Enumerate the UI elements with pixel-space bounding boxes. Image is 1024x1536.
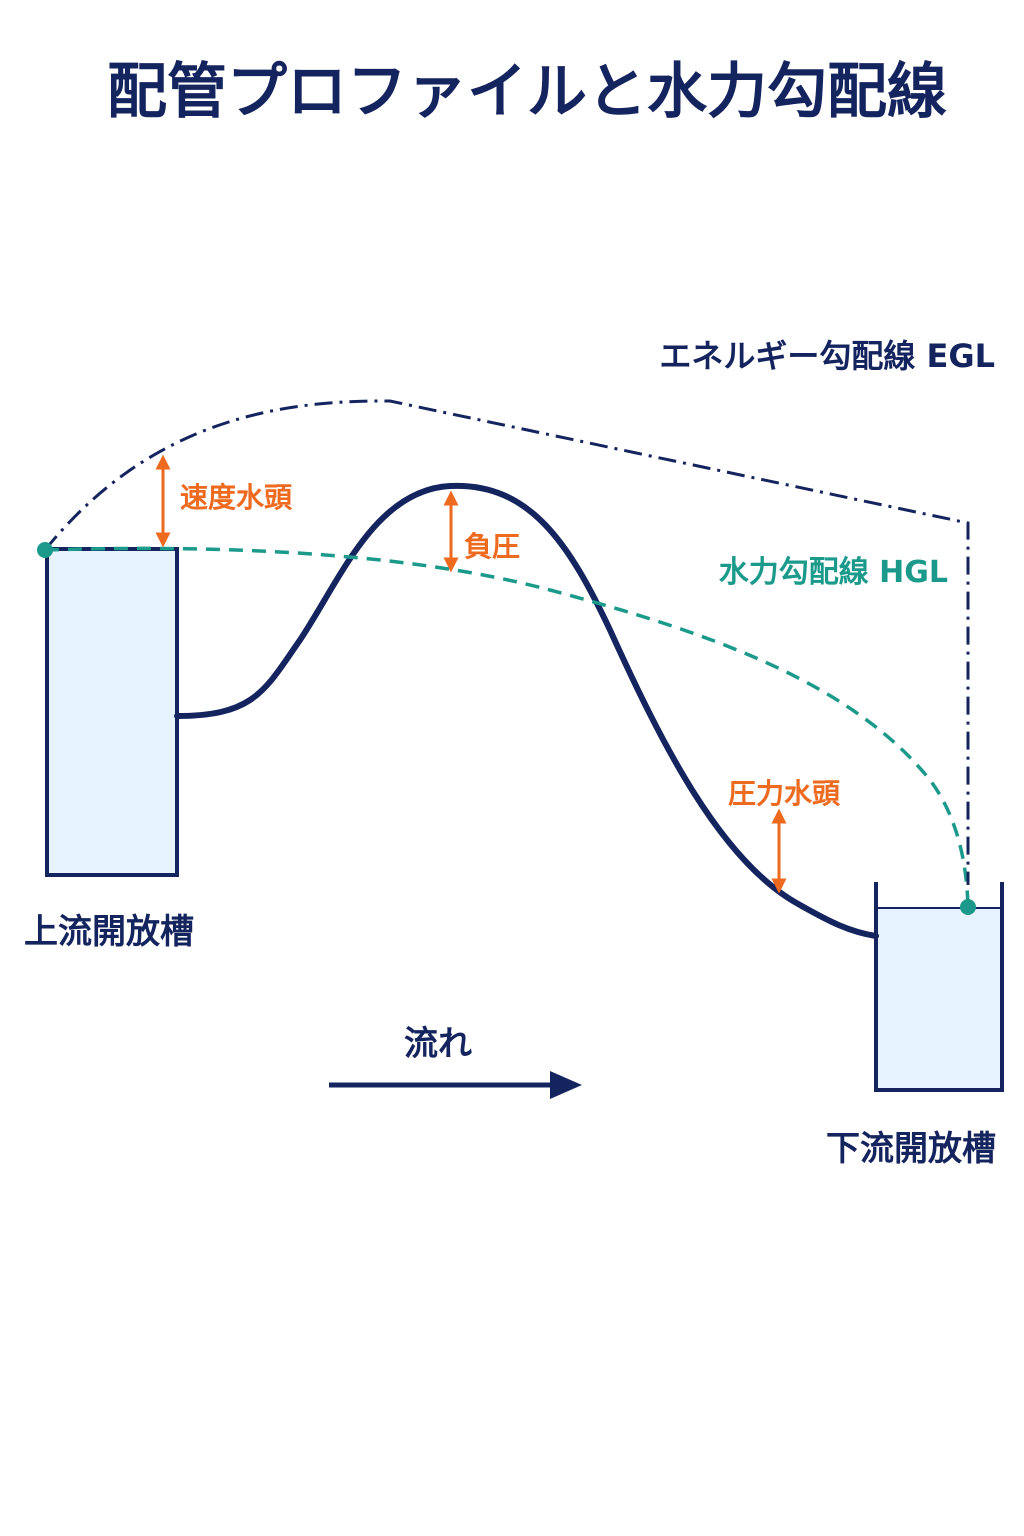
hgl-start-point	[37, 542, 53, 558]
hgl-label: 水力勾配線 HGL	[719, 555, 948, 590]
hydraulic-grade-line	[44, 546, 970, 908]
flow-arrow-head	[550, 1071, 582, 1099]
page-title: 配管プロファイルと水力勾配線	[107, 57, 947, 127]
upstream-tank-label: 上流開放槽	[24, 912, 194, 952]
flow-label: 流れ	[404, 1024, 472, 1064]
egl-label: エネルギー勾配線 EGL	[659, 337, 995, 375]
upstream-tank	[45, 547, 179, 877]
downstream-tank-label: 下流開放槽	[826, 1129, 996, 1169]
velocity-head-label: 速度水頭	[180, 481, 293, 514]
pipe-profile	[174, 482, 879, 939]
downstream-tank-water	[876, 908, 1002, 1090]
hgl-end-point	[960, 899, 976, 915]
energy-grade-line	[43, 399, 970, 885]
negative-pressure-label: 負圧	[464, 530, 520, 563]
pressure-head-label: 圧力水頭	[728, 777, 841, 810]
downstream-tank	[874, 882, 1004, 1092]
